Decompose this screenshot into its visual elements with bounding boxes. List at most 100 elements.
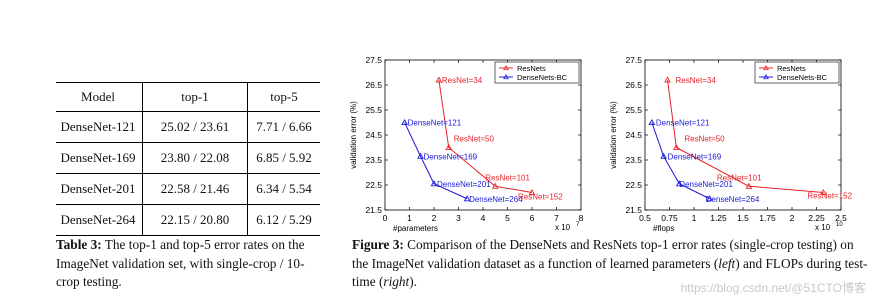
x-tick-label: 2: [790, 213, 795, 223]
data-point: [648, 118, 656, 126]
legend-entry: DenseNets-BC: [777, 73, 828, 82]
data-label: DenseNet=169: [668, 152, 722, 161]
x-tick-label: 2: [432, 213, 437, 223]
data-label: ResNet=101: [485, 173, 530, 182]
series-line-resnets: [438, 79, 533, 193]
table-cell-top1: 22.15 / 20.80: [142, 204, 248, 236]
table-row: DenseNet-169 23.80 / 22.08 6.85 / 5.92: [56, 142, 320, 174]
data-label: DenseNet=201: [679, 180, 733, 189]
y-tick-label: 21.5: [365, 205, 382, 215]
figure-caption: Figure 3: Comparison of the DenseNets an…: [352, 236, 868, 292]
table-cell-top5: 6.85 / 5.92: [256, 150, 312, 165]
data-point: [528, 188, 536, 196]
y-axis-label: validation error (%): [609, 101, 618, 169]
series-line-resnets: [667, 79, 824, 193]
data-label: DenseNet=264: [469, 195, 523, 204]
x-tick-label: 1: [407, 213, 412, 223]
data-point: [819, 188, 827, 196]
x-multiplier: x 10: [815, 223, 831, 232]
data-point: [491, 182, 499, 189]
data-point: [672, 143, 680, 151]
data-label: ResNet=50: [454, 135, 495, 144]
figure-caption-left: left: [718, 255, 736, 271]
data-label: DenseNet=264: [706, 195, 760, 204]
x-tick-label: 0: [383, 213, 388, 223]
table-header-row: Model top-1 top-5: [56, 82, 320, 112]
legend-entry: DenseNets-BC: [517, 73, 568, 82]
results-table: Model top-1 top-5 DenseNet-121 25.02 / 2…: [56, 82, 320, 236]
legend-box: [754, 61, 840, 84]
series-line-densenets-bc: [651, 122, 710, 200]
x-multiplier: x 10: [555, 223, 571, 232]
y-tick-label: 23.5: [365, 155, 382, 165]
data-label: DenseNet=201: [437, 180, 491, 189]
figure-caption-part1: Comparison of the DenseNets and ResNets …: [352, 237, 854, 271]
data-point: [706, 195, 714, 202]
x-axis-label: #flops: [653, 224, 674, 233]
table-row: DenseNet-121 25.02 / 23.61 7.71 / 6.66: [56, 111, 320, 143]
x-tick-label: 1.5: [737, 213, 749, 223]
x-tick-label: 5: [505, 213, 510, 223]
table-row: DenseNet-201 22.58 / 21.46 6.34 / 5.54: [56, 173, 320, 205]
y-tick-label: 24.5: [365, 130, 382, 140]
legend-marker: [503, 73, 509, 80]
watermark: https://blog.csdn.net/@51CTO博客: [680, 281, 866, 295]
data-label: ResNet=101: [717, 173, 762, 182]
data-label: DenseNet=121: [408, 119, 462, 128]
legend-marker: [763, 64, 769, 71]
plot-frame: [384, 59, 582, 211]
table-caption: Table 3: The top-1 and top-5 error rates…: [56, 236, 322, 292]
data-point: [417, 152, 424, 159]
x-tick-label: 1: [692, 213, 697, 223]
legend-marker: [503, 64, 509, 71]
x-tick-label: 4: [481, 213, 486, 223]
data-label: ResNet=152: [807, 192, 852, 201]
data-point: [401, 118, 408, 126]
data-label: ResNet=34: [676, 76, 717, 85]
header-model: Model: [56, 82, 143, 112]
data-point: [675, 180, 683, 187]
x-multiplier-exponent: 10: [836, 222, 843, 228]
table-cell-model: DenseNet-121: [56, 111, 143, 143]
x-tick-label: 0.5: [639, 213, 651, 223]
figure-caption-label: Figure 3:: [352, 237, 404, 252]
table-cell-top1: 23.80 / 22.08: [142, 142, 248, 174]
figure-caption-right: right: [383, 274, 410, 289]
legend-box: [494, 61, 580, 84]
table-cell-model: DenseNet-264: [56, 204, 143, 236]
figure-caption-part3: ).: [409, 274, 418, 289]
y-tick-label: 22.5: [365, 180, 382, 190]
y-tick-label: 21.5: [625, 205, 642, 215]
data-label: DenseNet=121: [656, 119, 710, 128]
x-axis-label: #parameters: [393, 224, 438, 233]
data-point: [745, 182, 753, 189]
y-tick-label: 22.5: [625, 180, 642, 190]
data-point: [430, 180, 438, 187]
y-tick-label: 27.5: [625, 55, 642, 65]
table-row: DenseNet-264 22.15 / 20.80 6.12 / 5.29: [56, 204, 320, 236]
x-multiplier-exponent: 7: [576, 222, 580, 228]
data-label: ResNet=152: [518, 193, 563, 202]
header-top1: top-1: [142, 82, 248, 112]
header-top5: top-5: [270, 89, 298, 104]
y-tick-label: 25.5: [625, 105, 642, 115]
table-cell-top5: 7.71 / 6.66: [256, 119, 312, 134]
y-tick-label: 27.5: [365, 55, 382, 65]
y-tick-label: 23.5: [625, 155, 642, 165]
x-tick-label: 8: [579, 213, 584, 223]
table-caption-text: The top-1 and top-5 error rates on the I…: [56, 237, 305, 289]
data-point: [664, 76, 671, 83]
y-tick-label: 26.5: [625, 80, 642, 90]
x-tick-label: 0.75: [661, 213, 678, 223]
y-tick-label: 24.5: [625, 130, 642, 140]
figure-caption-part2: ) and FLOPs during test-time (: [352, 255, 868, 290]
legend-entry: ResNets: [777, 64, 806, 73]
series-line-densenets-bc: [404, 122, 468, 200]
data-label: ResNet=50: [684, 135, 725, 144]
x-tick-label: 2.5: [835, 213, 847, 223]
y-tick-label: 25.5: [365, 105, 382, 115]
